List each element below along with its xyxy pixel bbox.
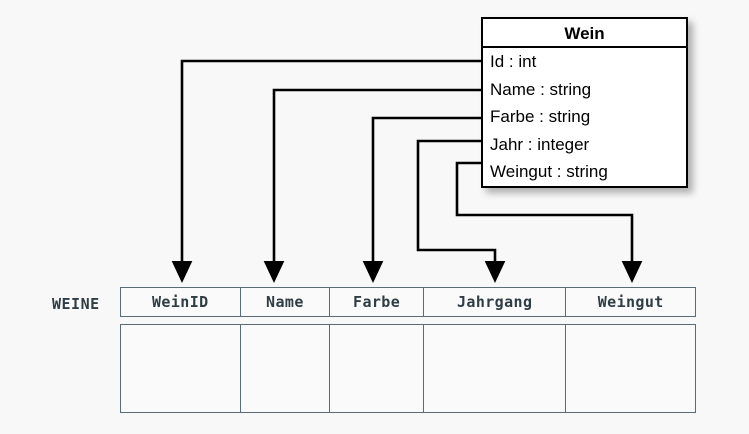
connector-id-to-weinid bbox=[171, 59, 481, 283]
table-cell bbox=[566, 325, 695, 412]
table-name-label: WEINE bbox=[52, 295, 100, 313]
table-column-header: WeinID bbox=[121, 288, 241, 316]
table-header-row: WeinID Name Farbe Jahrgang Weingut bbox=[120, 287, 696, 317]
table-column-header: Farbe bbox=[330, 288, 424, 316]
table-cell bbox=[121, 325, 241, 412]
table-column-header: Name bbox=[241, 288, 331, 316]
table-column-header: Weingut bbox=[597, 293, 664, 311]
table-column-header: Jahrgang bbox=[424, 288, 567, 316]
connector-farbe-to-farbe bbox=[362, 116, 481, 283]
uml-attribute: Name : string bbox=[490, 79, 592, 99]
uml-attribute: Weingut : string bbox=[490, 162, 608, 182]
uml-attribute: Farbe : string bbox=[490, 107, 591, 127]
table-cell bbox=[241, 325, 331, 412]
uml-attribute: Jahr : integer bbox=[490, 134, 590, 154]
uml-class-box: Wein Id : int Name : string Farbe : stri… bbox=[481, 17, 688, 188]
connector-name-to-name bbox=[263, 88, 481, 283]
uml-class-name: Wein bbox=[483, 19, 686, 48]
table-cell bbox=[330, 325, 424, 412]
table-cell bbox=[424, 325, 567, 412]
uml-attribute-list: Id : int Name : string Farbe : string Ja… bbox=[483, 48, 686, 186]
connector-weingut-to-weingut bbox=[455, 161, 643, 283]
connector-jahr-to-jahrgang bbox=[416, 139, 506, 283]
table-row bbox=[120, 324, 696, 413]
uml-attribute: Id : int bbox=[490, 52, 537, 71]
